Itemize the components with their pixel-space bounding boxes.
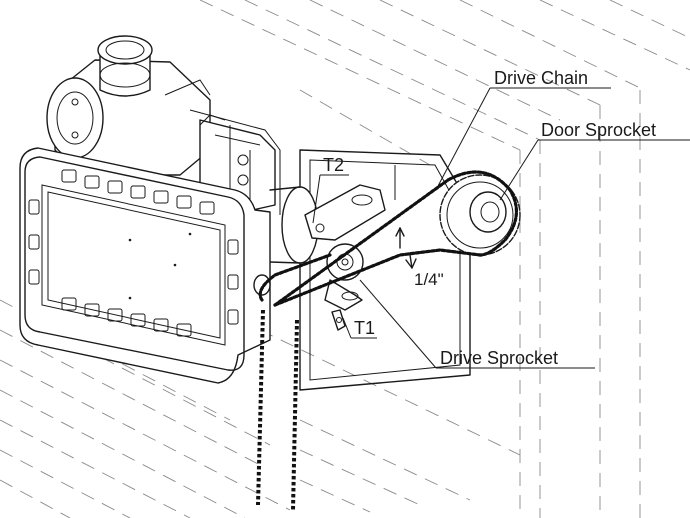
label-drive-chain: Drive Chain (494, 68, 588, 88)
motor-body (46, 35, 281, 215)
label-gap: 1/4" (414, 270, 444, 289)
t2-bracket (304, 184, 386, 241)
label-door-sprocket: Door Sprocket (541, 120, 656, 140)
control-box (19, 147, 271, 384)
label-t1: T1 (354, 318, 375, 338)
label-drive-sprocket: Drive Sprocket (440, 348, 558, 368)
hand-chain (253, 274, 299, 511)
door-sprocket (439, 174, 521, 256)
label-t2: T2 (323, 155, 344, 175)
drive-chain-loop (258, 170, 518, 307)
t1-fastener (331, 309, 346, 331)
mounting-plate (299, 149, 471, 391)
drive-sprocket (324, 243, 364, 311)
leader-lines (312, 87, 690, 369)
panel-bolt-lugs (28, 169, 239, 337)
gap-indicator (395, 227, 417, 269)
